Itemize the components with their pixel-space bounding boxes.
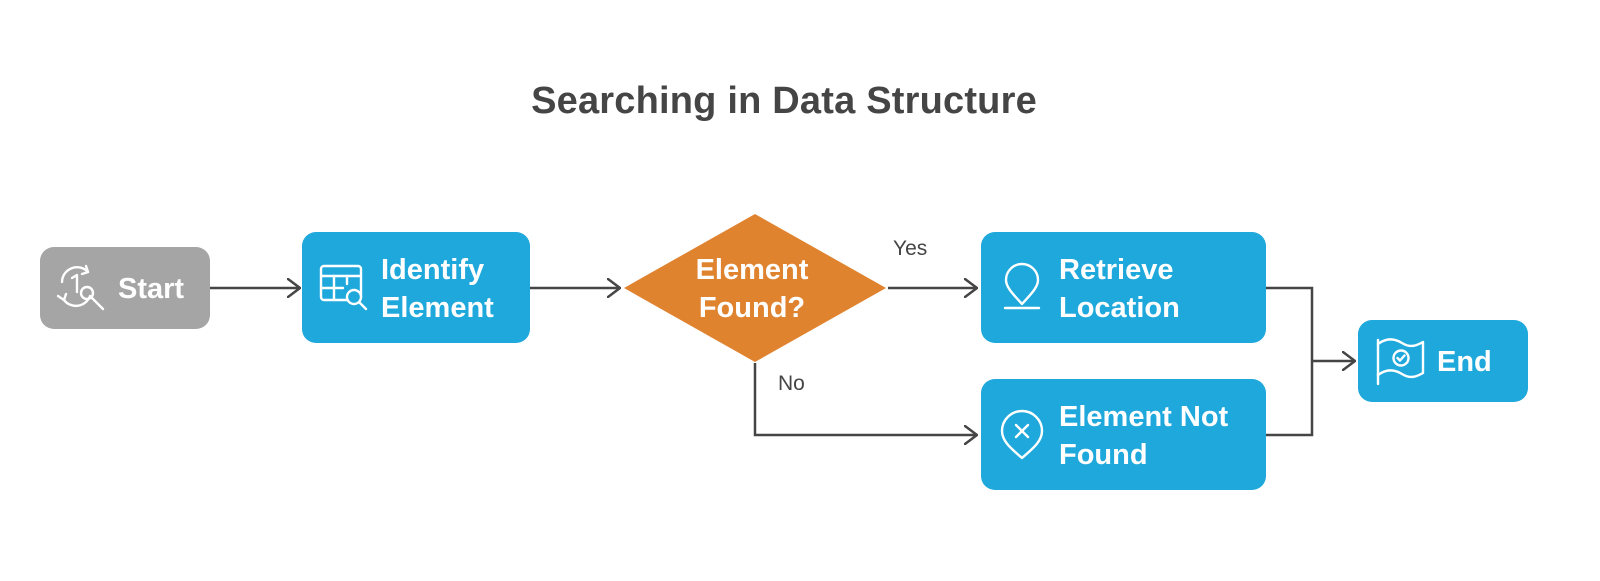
identify-element-node[interactable]: Identify Element	[302, 232, 530, 343]
table-search-icon	[319, 264, 368, 311]
end-label: End	[1437, 346, 1492, 378]
location-x-icon	[1000, 409, 1044, 460]
identify-label-line1: Identify	[381, 254, 484, 286]
not-found-label-line2: Found	[1059, 439, 1148, 471]
identify-label-line2: Element	[381, 292, 494, 324]
flag-check-icon	[1376, 338, 1425, 386]
start-node[interactable]: Start	[40, 247, 210, 329]
edge-retrieve-merge	[1266, 286, 1314, 437]
decision-node[interactable]: Element Found?	[624, 214, 886, 362]
map-pin-icon	[1003, 262, 1041, 310]
not-found-label-line1: Element Not	[1059, 401, 1229, 433]
end-node[interactable]: End	[1358, 320, 1528, 402]
edge-decision-no	[753, 363, 977, 435]
no-label: No	[778, 372, 805, 395]
element-not-found-node[interactable]: Element Not Found	[981, 379, 1266, 490]
diagram-title: Searching in Data Structure	[531, 80, 1037, 122]
retrieve-label-line2: Location	[1059, 292, 1180, 324]
decision-label-line1: Element	[696, 254, 809, 286]
retrieve-label-line1: Retrieve	[1059, 254, 1173, 286]
yes-label: Yes	[893, 237, 927, 260]
decision-label-line2: Found?	[699, 292, 805, 324]
search-refresh-icon	[56, 264, 105, 311]
start-label: Start	[118, 273, 184, 305]
retrieve-location-node[interactable]: Retrieve Location	[981, 232, 1266, 343]
